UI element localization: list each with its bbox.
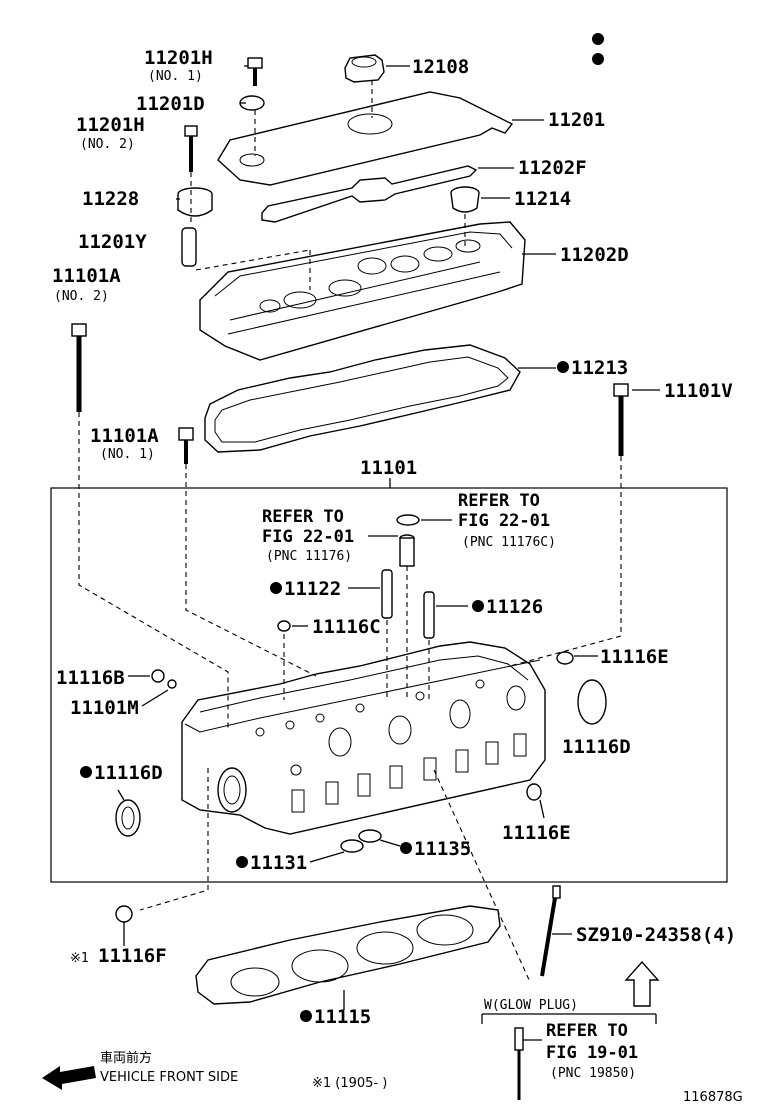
seal-ring-icon	[396, 514, 420, 526]
ref2-line2[interactable]: FIG 22-01	[458, 511, 550, 531]
bolt-11201h-no1-icon	[247, 57, 263, 86]
oil-cap-12108-icon	[344, 54, 385, 83]
non-reusable-dot-icon	[592, 53, 604, 65]
label-11201y: 11201Y	[78, 231, 147, 253]
label-11101a-no2-sub: (NO. 2)	[54, 289, 109, 304]
glow-plug-small-icon	[514, 1027, 524, 1100]
label-11116c: 11116C	[312, 616, 381, 638]
non-reusable-dot-icon	[592, 33, 604, 45]
cover-11201-icon	[217, 91, 514, 186]
ref3-line1[interactable]: REFER TO	[546, 1021, 628, 1041]
plug-11116d-right-icon	[577, 679, 607, 725]
non-reusable-dot-icon	[557, 361, 569, 373]
label-11131: 11131	[250, 852, 307, 874]
valve-guide-icon	[399, 534, 415, 567]
label-11228: 11228	[82, 188, 139, 210]
label-11101a-no1: 11101A	[90, 425, 159, 447]
plug-11116f-icon	[115, 905, 133, 923]
label-11101: 11101	[360, 457, 417, 479]
label-11116d-right: 11116D	[562, 736, 631, 758]
label-11116f-mark: ※1	[70, 951, 89, 966]
ref2-line3: (PNC 11176C)	[462, 535, 556, 550]
label-11116f: 11116F	[98, 945, 167, 967]
bolt-11201h-no2-icon	[184, 125, 198, 172]
grommet-11228-icon	[177, 187, 213, 217]
ref3-line3: (PNC 19850)	[550, 1066, 636, 1081]
bolt-11101a-no2-icon	[71, 323, 87, 412]
label-11116b: 11116B	[56, 667, 125, 689]
label-11213: 11213	[571, 357, 628, 379]
non-reusable-dot-icon	[236, 856, 248, 868]
non-reusable-dot-icon	[400, 842, 412, 854]
label-11101a-no2: 11101A	[52, 265, 121, 287]
ref1-line1[interactable]: REFER TO	[262, 507, 344, 527]
label-11202f: 11202F	[518, 157, 587, 179]
label-sz910: SZ910-24358(4)	[576, 924, 736, 946]
plug-11116c-icon	[277, 620, 291, 632]
figure-number: 116878G	[683, 1090, 743, 1105]
label-11115: 11115	[314, 1006, 371, 1028]
pin-11101m-icon	[167, 679, 177, 689]
glow-plug-sz910-icon	[540, 885, 561, 977]
non-reusable-dot-icon	[270, 582, 282, 594]
cylinder-head-sub-assy-frame	[50, 487, 728, 883]
head-gasket-11115-icon	[195, 905, 501, 1005]
non-reusable-dot-icon	[472, 600, 484, 612]
seal-11116d-left-icon	[115, 799, 141, 837]
head-cover-11202d-icon	[199, 221, 526, 361]
seal-11135-icon	[358, 829, 382, 843]
label-11122: 11122	[284, 578, 341, 600]
label-11101m: 11101M	[70, 697, 139, 719]
cylinder-head-icon	[181, 641, 546, 835]
plug-11116e-lower-icon	[526, 783, 542, 801]
non-reusable-dot-icon	[80, 766, 92, 778]
label-11202d: 11202D	[560, 244, 629, 266]
label-12108: 12108	[412, 56, 469, 78]
legend	[592, 33, 604, 65]
label-11101a-no1-sub: (NO. 1)	[100, 447, 155, 462]
gasket-11202f-icon	[261, 165, 478, 223]
label-11201h-no2-sub: (NO. 2)	[80, 137, 135, 152]
ref2-line1[interactable]: REFER TO	[458, 491, 540, 511]
label-11135: 11135	[414, 838, 471, 860]
ref1-line3: (PNC 11176)	[266, 549, 352, 564]
grommet-11214-icon	[450, 186, 480, 213]
plug-11116e-icon	[556, 651, 574, 665]
label-11126: 11126	[486, 596, 543, 618]
label-11116e-lower: 11116E	[502, 822, 571, 844]
label-11201h-no1: 11201H	[144, 47, 213, 69]
gasket-11213-icon	[204, 344, 521, 453]
front-label-en: VEHICLE FRONT SIDE	[100, 1070, 238, 1085]
non-reusable-dot-icon	[300, 1010, 312, 1022]
seal-11131-icon	[340, 839, 364, 853]
label-11116d-left: 11116D	[94, 762, 163, 784]
label-11201d: 11201D	[136, 93, 205, 115]
label-11214: 11214	[514, 188, 571, 210]
ref1-line2[interactable]: FIG 22-01	[262, 527, 354, 547]
footnote: ※1 (1905- )	[312, 1076, 387, 1091]
front-arrow-icon	[42, 1066, 96, 1090]
label-11201h-no1-sub: (NO. 1)	[148, 69, 203, 84]
bolt-11101a-no1-icon	[178, 427, 194, 464]
ref3-line2[interactable]: FIG 19-01	[546, 1043, 638, 1063]
valve-guide-bush-11122-icon	[381, 569, 393, 619]
bolt-11101v-icon	[613, 383, 629, 456]
arrow-up-icon	[624, 960, 660, 1007]
label-11201h-no2: 11201H	[76, 114, 145, 136]
valve-guide-bush-11126-icon	[423, 591, 435, 639]
front-label-jp: 車両前方	[100, 1050, 152, 1066]
label-11101v: 11101V	[664, 380, 733, 402]
plug-11116b-icon	[151, 669, 165, 683]
pin-11201y-icon	[181, 227, 197, 267]
label-glow-plug: W(GLOW PLUG)	[484, 998, 578, 1013]
label-11201: 11201	[548, 109, 605, 131]
label-11116e-top: 11116E	[600, 646, 669, 668]
